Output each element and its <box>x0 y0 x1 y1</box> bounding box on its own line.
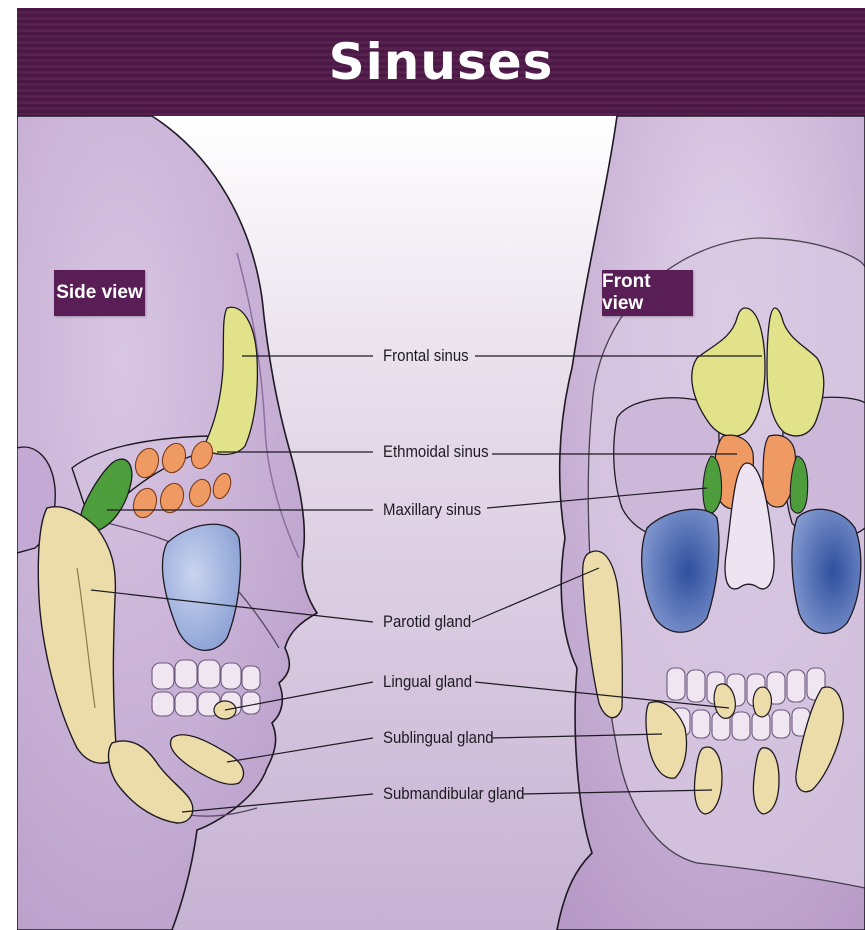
label-parotid-gland: Parotid gland <box>383 612 471 632</box>
label-submandibular-gland: Submandibular gland <box>383 784 524 804</box>
side-view-tag: Side view <box>54 270 145 316</box>
front-view-tag: Front view <box>602 270 693 316</box>
front-maxillary-sinus <box>642 509 719 632</box>
label-frontal-sinus: Frontal sinus <box>383 346 469 366</box>
side-teeth <box>152 660 260 716</box>
label-maxillary-sinus: Maxillary sinus <box>383 500 481 520</box>
label-ethmoidal-sinus: Ethmoidal sinus <box>383 442 489 462</box>
label-lingual-gland: Lingual gland <box>383 672 472 692</box>
sinus-diagram: Sinuses <box>17 8 865 930</box>
label-sublingual-gland: Sublingual gland <box>383 728 494 748</box>
